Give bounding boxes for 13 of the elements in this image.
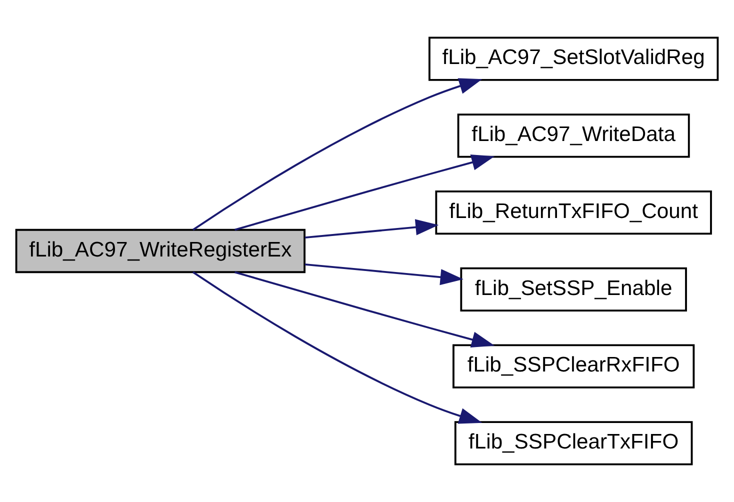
arrow <box>234 154 495 231</box>
arrow <box>192 271 482 424</box>
arrow <box>304 263 464 286</box>
node-box: fLib_AC97_SetSlotValidReg <box>428 36 719 81</box>
arrow <box>304 219 439 239</box>
arrow <box>192 78 482 231</box>
node-box: fLib_SetSSP_Enable <box>460 267 687 312</box>
arrow <box>234 271 495 348</box>
node-box: fLib_AC97_WriteData <box>457 114 690 158</box>
node-box: fLib_SSPClearTxFIFO <box>454 421 693 466</box>
node-box: fLib_AC97_WriteRegisterEx <box>15 228 306 274</box>
node-box: fLib_ReturnTxFIFO_Count <box>435 190 712 235</box>
node-box: fLib_SSPClearRxFIFO <box>452 344 695 388</box>
